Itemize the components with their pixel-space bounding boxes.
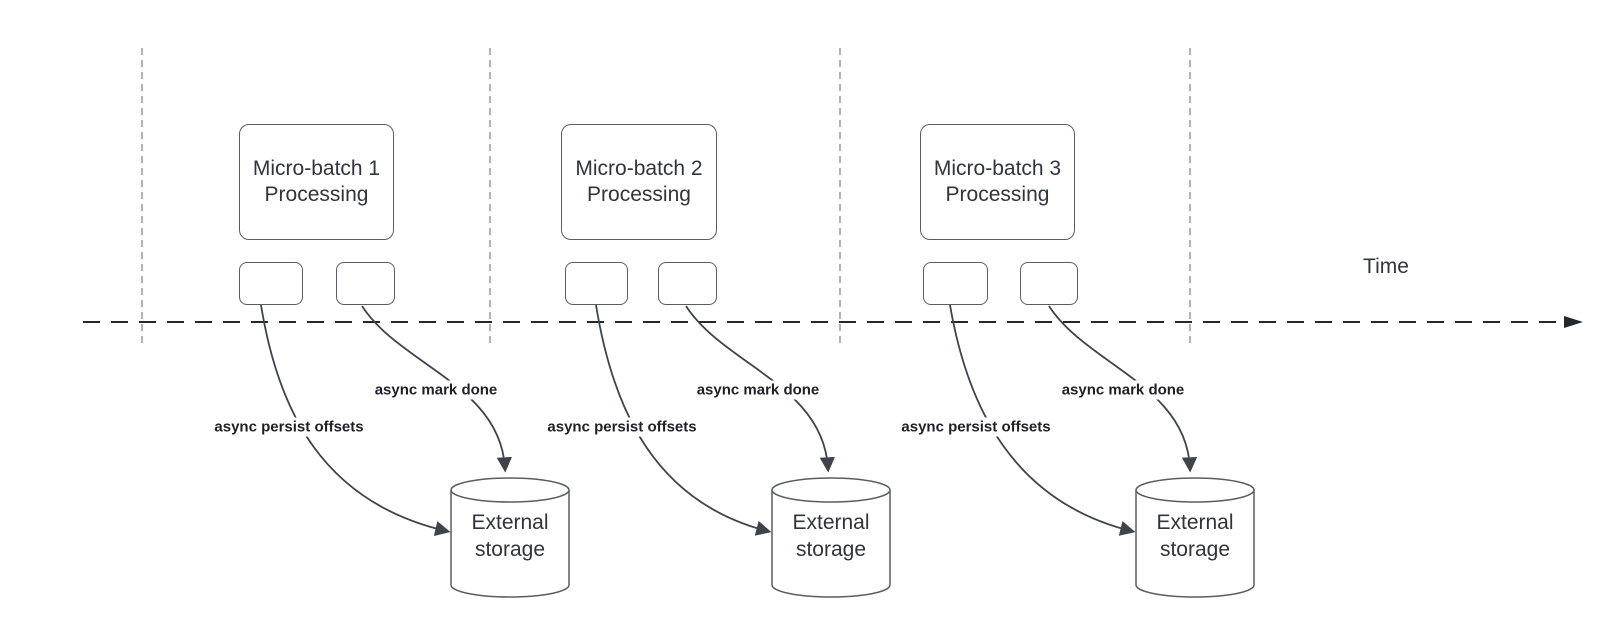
external-storage-label-1-line2: storage xyxy=(474,538,546,561)
micro-batch-2-title-line1: Micro-batch 2 xyxy=(575,157,703,180)
persist-offsets-label-3: async persist offsets xyxy=(897,417,1055,437)
persist-offsets-arrow-2 xyxy=(595,304,772,536)
persist-task-box-3 xyxy=(923,262,988,305)
mark-done-task-box-3 xyxy=(1020,262,1078,305)
external-storage-label-2-line2: storage xyxy=(795,538,867,561)
storage-cylinder-1 xyxy=(450,477,570,598)
persist-offsets-label-1: async persist offsets xyxy=(210,417,368,437)
micro-batch-3-title-line2: Processing xyxy=(945,183,1050,206)
micro-batch-2-title-line2: Processing xyxy=(587,183,691,206)
external-storage-label-3-line1: External xyxy=(1156,511,1234,534)
external-storage-label-1-line1: External xyxy=(471,511,549,534)
mark-done-label-2: async mark done xyxy=(692,380,824,400)
micro-batch-3-title-line1: Micro-batch 3 xyxy=(933,157,1062,180)
mark-done-label-1: async mark done xyxy=(370,380,502,400)
micro-batch-1-box: Micro-batch 1 Processing xyxy=(239,124,394,240)
time-axis-label: Time xyxy=(1363,255,1409,278)
persist-offsets-arrow-1 xyxy=(260,304,451,537)
external-storage-label-2-line1: External xyxy=(792,511,870,534)
persist-offsets-label-2: async persist offsets xyxy=(543,417,701,437)
persist-task-box-1 xyxy=(239,262,303,305)
mark-done-arrow-1 xyxy=(361,305,512,473)
time-axis-arrowhead-icon xyxy=(1564,316,1583,328)
mark-done-label-3: async mark done xyxy=(1057,380,1189,400)
external-storage-label-3-line2: storage xyxy=(1159,538,1231,561)
storage-cylinder-2 xyxy=(771,477,891,598)
external-storage-label-3: External storage xyxy=(1156,509,1233,563)
persist-task-box-2 xyxy=(565,262,628,305)
persist-offsets-arrow-3 xyxy=(949,304,1136,536)
external-storage-label-1: External storage xyxy=(471,509,548,563)
micro-batch-2-box: Micro-batch 2 Processing xyxy=(561,124,717,240)
micro-batch-1-title-line2: Processing xyxy=(264,183,369,206)
micro-batch-1-title-line1: Micro-batch 1 xyxy=(252,157,381,180)
mark-done-task-box-1 xyxy=(336,262,395,305)
mark-done-arrow-2 xyxy=(685,305,835,473)
mark-done-arrow-3 xyxy=(1048,305,1198,473)
micro-batch-3-box: Micro-batch 3 Processing xyxy=(920,124,1075,240)
storage-cylinder-3 xyxy=(1135,477,1255,598)
mark-done-task-box-2 xyxy=(658,262,717,305)
external-storage-label-2: External storage xyxy=(792,509,869,563)
